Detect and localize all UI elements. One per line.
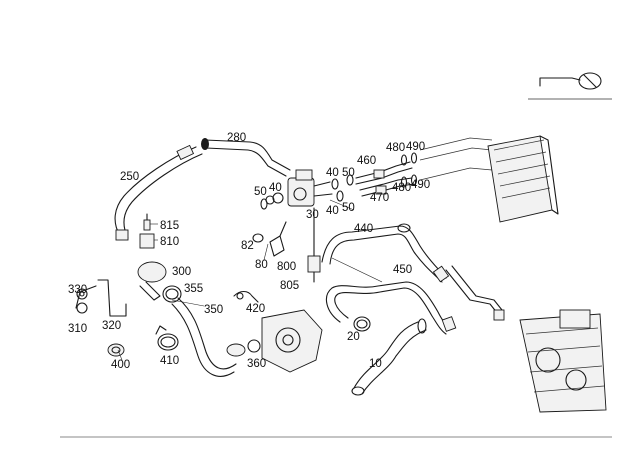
water-pump-360: [247, 309, 323, 373]
callout-480-b: 480: [392, 182, 411, 194]
hose-250: [114, 144, 203, 241]
hose-450: [325, 281, 457, 335]
clamp-20: [353, 316, 371, 332]
callout-800: 800: [277, 261, 296, 273]
callout-805: 805: [280, 280, 299, 292]
callout-440: 440: [354, 223, 373, 235]
callout-80: 80: [255, 259, 268, 271]
callout-20: 20: [347, 331, 360, 343]
callout-320: 320: [102, 320, 121, 332]
vehicle-orientation-icon: [528, 72, 612, 100]
engine-block: [519, 309, 607, 413]
clamp-355: [162, 285, 182, 303]
hose-440: [321, 223, 450, 283]
valve-assembly-30: [265, 169, 333, 207]
hose-350: [171, 297, 246, 377]
callout-420: 420: [246, 303, 265, 315]
callout-480-a: 480: [386, 142, 405, 154]
callout-815: 815: [160, 220, 179, 232]
callout-310: 310: [68, 323, 87, 335]
callout-300: 300: [172, 266, 191, 278]
pipes-460-470: [355, 161, 415, 197]
callout-810: 810: [160, 236, 179, 248]
clip-420: [233, 290, 259, 303]
callout-400: 400: [111, 359, 130, 371]
callout-410: 410: [160, 355, 179, 367]
connectors-480-490: [400, 152, 418, 188]
hose-10: [351, 318, 427, 396]
leader-lines: [117, 199, 383, 361]
callout-82: 82: [241, 240, 254, 252]
clamp-410: [155, 325, 179, 351]
grommet-400: [107, 343, 125, 357]
callout-355: 355: [184, 283, 203, 295]
sensor-parts-80-800: [252, 207, 321, 283]
callout-490-b: 490: [411, 179, 430, 191]
callout-40-a: 40: [269, 182, 282, 194]
seal-rings-40-50: [260, 174, 354, 210]
callout-40-c: 40: [326, 205, 339, 217]
callout-50-b: 50: [342, 167, 355, 179]
callout-50-a: 50: [254, 186, 267, 198]
callout-360: 360: [247, 358, 266, 370]
callout-450: 450: [393, 264, 412, 276]
callout-30: 30: [306, 209, 319, 221]
callout-330: 330: [68, 284, 87, 296]
bracket-320: [75, 279, 127, 317]
callout-470: 470: [370, 192, 389, 204]
callout-350: 350: [204, 304, 223, 316]
heater-core: [419, 135, 559, 223]
callout-50-c: 50: [342, 202, 355, 214]
callout-10: 10: [369, 358, 382, 370]
callout-250: 250: [120, 171, 139, 183]
pipes-right: [445, 265, 505, 321]
callout-460: 460: [357, 155, 376, 167]
callout-280: 280: [227, 132, 246, 144]
callout-40-b: 40: [326, 167, 339, 179]
callout-490-a: 490: [406, 141, 425, 153]
hose-280: [201, 138, 291, 177]
pump-300: [137, 213, 167, 301]
